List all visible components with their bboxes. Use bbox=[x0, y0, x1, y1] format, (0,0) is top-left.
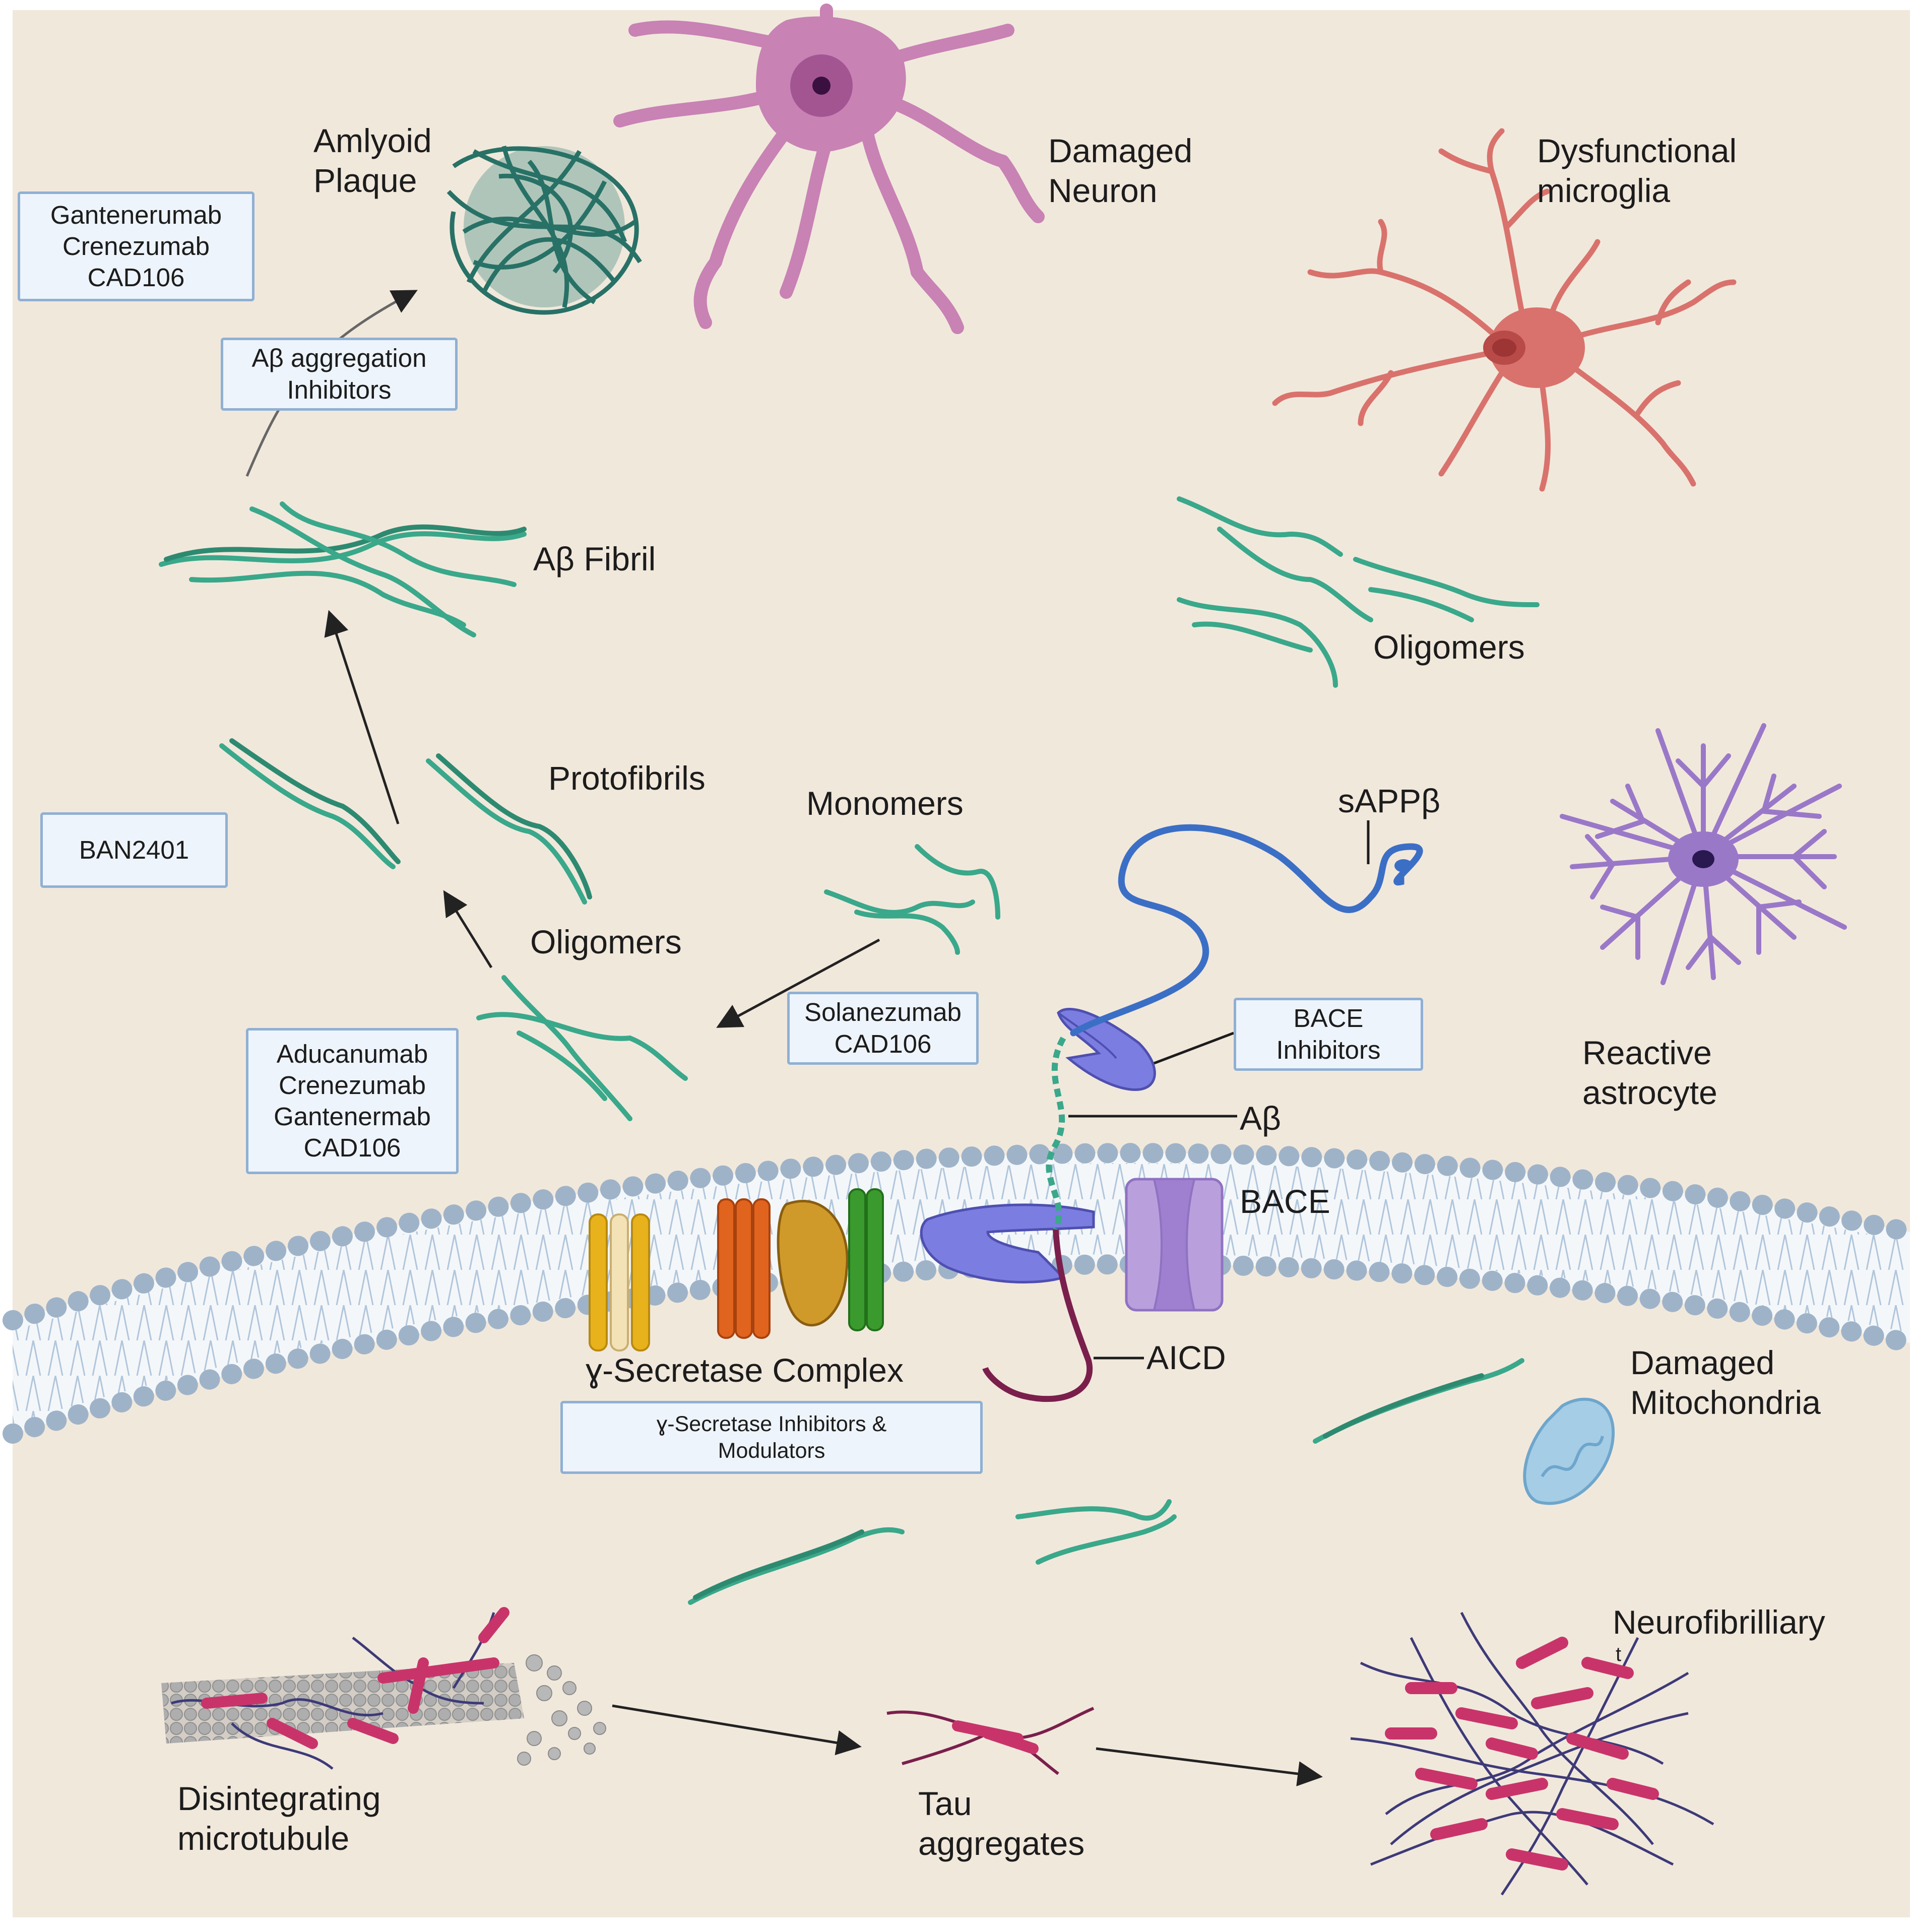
label-protofibrils: Protofibrils bbox=[548, 759, 706, 797]
box-abeta-aggregation-inhibitors: Aβ aggregation Inhibitors bbox=[221, 338, 458, 411]
sappb-head bbox=[1394, 859, 1413, 872]
oligomers-lower bbox=[688, 1358, 1524, 1605]
aicd-strand bbox=[982, 1229, 1093, 1402]
label-disintegrating-microtubule: Disintegrating microtubule bbox=[177, 1780, 381, 1857]
label-monomers: Monomers bbox=[806, 785, 964, 822]
label-reactive-astrocyte: Reactive astrocyte bbox=[1582, 1034, 1717, 1112]
neurofibrillary-tangles bbox=[1350, 1612, 1714, 1896]
label-bace: BACE bbox=[1240, 1183, 1330, 1220]
bace-channel bbox=[1125, 1178, 1224, 1312]
label-amyloid-plaque: Amlyoid Plaque bbox=[313, 122, 432, 200]
amyloid-plaque bbox=[446, 145, 642, 315]
label-damaged-neuron: Damaged Neuron bbox=[1048, 132, 1193, 210]
label-sappb: sAPPβ bbox=[1338, 782, 1441, 819]
label-aicd: AICD bbox=[1146, 1339, 1226, 1376]
box-bace-inhibitors: BACE Inhibitors bbox=[1234, 998, 1423, 1071]
label-abeta: Aβ bbox=[1240, 1100, 1281, 1137]
dysfunctional-microglia bbox=[1272, 128, 1737, 492]
connector-lines bbox=[1068, 820, 1370, 1360]
app-abeta-strand bbox=[1046, 1037, 1066, 1231]
protofibrils bbox=[219, 738, 592, 905]
label-neurofibrillary: Neurofibrilliary t bbox=[1613, 1603, 1825, 1666]
bace-membrane-enzyme bbox=[920, 1203, 1095, 1283]
label-gamma-secretase-complex: ɣ-Secretase Complex bbox=[586, 1351, 904, 1389]
damaged-mitochondria bbox=[1523, 1397, 1615, 1505]
gamma-secretase-complex bbox=[589, 1188, 884, 1351]
box-aducanumab-group: Aducanumab Crenezumab Gantenermab CAD106 bbox=[246, 1028, 459, 1174]
label-tau-aggregates: Tau aggregates bbox=[918, 1785, 1085, 1862]
label-dysfunctional-microglia: Dysfunctional microglia bbox=[1537, 132, 1737, 210]
label-damaged-mitochondria: Damaged Mitochondria bbox=[1630, 1344, 1821, 1422]
box-gamma-secretase-inhibitors: ɣ-Secretase Inhibitors & Modulators bbox=[560, 1401, 983, 1474]
oligomers-right bbox=[1177, 496, 1540, 688]
box-gantenerumab-crenezumab-cad106: Gantenerumab Crenezumab CAD106 bbox=[18, 191, 254, 301]
abeta-fibril bbox=[159, 501, 527, 637]
box-ban2401: BAN2401 bbox=[40, 812, 228, 888]
monomers bbox=[824, 844, 1000, 955]
oligomers-left bbox=[476, 975, 688, 1121]
reactive-astrocyte bbox=[1560, 723, 1847, 985]
sappb-strand bbox=[1070, 824, 1423, 1037]
box-solanezumab-cad106: Solanezumab CAD106 bbox=[787, 992, 979, 1065]
disintegrating-microtubule bbox=[161, 1607, 606, 1770]
cell-membrane bbox=[3, 1143, 1917, 1444]
label-oligomers-left: Oligomers bbox=[530, 923, 682, 960]
damaged-neuron bbox=[613, 4, 1045, 334]
label-oligomers-right: Oligomers bbox=[1373, 628, 1525, 666]
tau-aggregates bbox=[886, 1707, 1095, 1775]
label-abeta-fibril: Aβ Fibril bbox=[533, 540, 656, 577]
